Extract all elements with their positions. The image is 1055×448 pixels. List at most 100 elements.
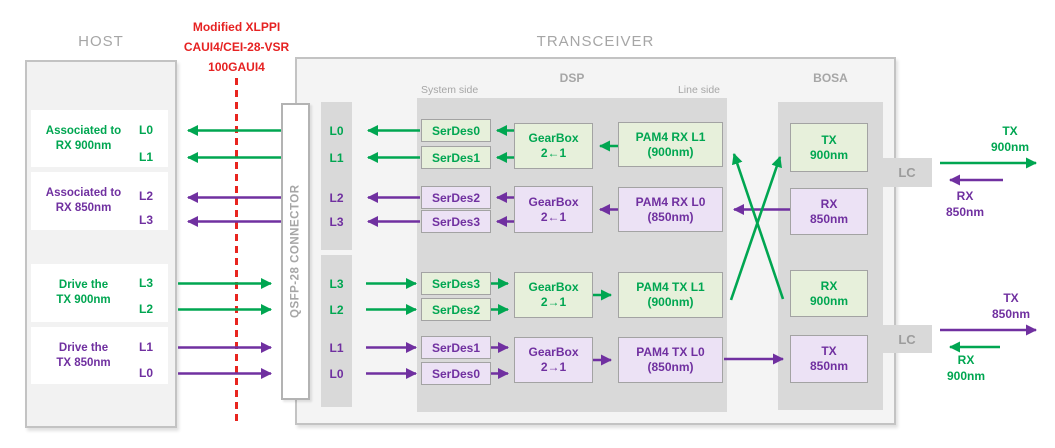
pam4-rx-l0-block: PAM4 RX L0 (850nm)	[618, 187, 723, 232]
strip-lane-l3b: L3	[329, 277, 344, 291]
host-group-tx900-line2: TX 900nm	[56, 294, 111, 306]
transceiver-title: TRANSCEIVER	[536, 33, 655, 50]
host-group-rx850-box	[31, 172, 168, 230]
gearbox-label: GearBox	[528, 194, 579, 209]
host-lane-l1b: L1	[138, 340, 153, 354]
host-group-rx850-label: Associated to RX 850nm	[36, 172, 131, 230]
gearbox-ratio: 2→1	[540, 295, 567, 309]
pam4-wavelength: (850nm)	[647, 209, 694, 224]
bosa-rx-850-block: RX 850nm	[790, 188, 868, 235]
dsp-system-side-label: System side	[421, 84, 479, 96]
interface-note-line1: Modified XLPPI	[192, 20, 281, 34]
host-lane-l3: L3	[138, 213, 153, 227]
external-dir: RX	[957, 353, 975, 367]
serdes1-rx-block: SerDes1	[421, 146, 491, 169]
host-group-tx900-box	[31, 264, 168, 322]
pam4-wavelength: (900nm)	[647, 144, 694, 159]
external-dir: TX	[1003, 291, 1019, 305]
lane-strip-bottom	[321, 255, 352, 407]
pam4-tx-l1-block: PAM4 TX L1 (900nm)	[618, 272, 723, 318]
host-group-rx900-label: Associated to RX 900nm	[36, 110, 131, 167]
external-dir: RX	[956, 189, 974, 203]
bosa-block-label: TX	[821, 132, 837, 147]
dsp-line-side-label: Line side	[677, 84, 720, 96]
host-group-rx900-line1: Associated to	[45, 124, 122, 137]
gearbox-label: GearBox	[528, 345, 579, 359]
gearbox-ratio: 2←1	[540, 209, 567, 224]
pam4-wavelength: (900nm)	[647, 295, 694, 309]
host-group-tx850-line1: Drive the	[58, 341, 109, 354]
gearbox-label: GearBox	[528, 280, 579, 294]
external-rx-900-label: RX 900nm	[931, 352, 1001, 384]
host-lane-l3b: L3	[138, 276, 153, 290]
gearbox-ratio: 2←1	[540, 146, 567, 160]
gearbox-ratio: 2→1	[540, 360, 567, 374]
host-group-tx900-label: Drive the TX 900nm	[36, 264, 131, 322]
serdes0-rx-block: SerDes0	[421, 119, 491, 142]
bosa-block-wavelength: 850nm	[809, 211, 849, 226]
strip-lane-l2b: L2	[329, 303, 344, 317]
serdes2-tx-block: SerDes2	[421, 298, 491, 321]
bosa-block-label: TX	[821, 344, 837, 358]
external-rx-850-label: RX 850nm	[930, 188, 1000, 220]
qsfp-connector-box: QSFP-28 CONNECTOR	[281, 103, 310, 400]
serdes3-tx-block: SerDes3	[421, 272, 491, 295]
bosa-block-wavelength: 850nm	[809, 359, 849, 373]
lc-port-top: LC	[882, 158, 932, 187]
serdes3-rx-block: SerDes3	[421, 210, 491, 233]
bosa-block-wavelength: 900nm	[809, 147, 849, 162]
host-lane-l0: L0	[138, 123, 153, 137]
host-group-tx850-box	[31, 327, 168, 384]
pam4-label: PAM4 TX L0	[636, 345, 705, 359]
external-wavelength: 850nm	[991, 307, 1031, 321]
host-lane-l2: L2	[138, 189, 153, 203]
serdes2-rx-block: SerDes2	[421, 186, 491, 209]
strip-lane-l0: L0	[329, 124, 344, 138]
external-wavelength: 850nm	[945, 205, 985, 219]
pam4-label: PAM4 RX L1	[635, 129, 706, 144]
gearbox-rx-850-block: GearBox 2←1	[514, 186, 593, 233]
gearbox-label: GearBox	[528, 131, 579, 145]
interface-note: Modified XLPPI CAUI4/CEI-28-VSR 100GAUI4	[156, 17, 317, 77]
bosa-title: BOSA	[813, 71, 848, 85]
dsp-title: DSP	[559, 71, 585, 85]
host-title: HOST	[78, 33, 124, 50]
bosa-block-label: RX	[820, 196, 838, 211]
external-dir: TX	[1002, 124, 1018, 138]
strip-lane-l1b: L1	[329, 341, 344, 355]
gearbox-tx-900-block: GearBox 2→1	[514, 272, 593, 318]
strip-lane-l2: L2	[329, 191, 344, 205]
serdes1-tx-block: SerDes1	[421, 336, 491, 359]
serdes0-tx-block: SerDes0	[421, 362, 491, 385]
pam4-tx-l0-block: PAM4 TX L0 (850nm)	[618, 337, 723, 383]
bosa-tx-900-block: TX 900nm	[790, 123, 868, 172]
gearbox-tx-850-block: GearBox 2→1	[514, 337, 593, 383]
pam4-label: PAM4 TX L1	[636, 280, 705, 294]
strip-lane-l0b: L0	[329, 367, 344, 381]
host-group-rx900-line2: RX 900nm	[55, 139, 112, 152]
external-wavelength: 900nm	[946, 369, 986, 383]
bosa-rx-900-block: RX 900nm	[790, 270, 868, 317]
pam4-label: PAM4 RX L0	[635, 194, 706, 209]
host-group-tx900-line1: Drive the	[58, 279, 109, 291]
bosa-block-wavelength: 900nm	[809, 293, 849, 308]
lc-port-bottom: LC	[882, 325, 932, 353]
strip-lane-l1: L1	[329, 151, 344, 165]
external-tx-900-label: TX 900nm	[975, 123, 1045, 155]
host-group-rx850-line1: Associated to	[45, 187, 122, 199]
interface-note-line2: CAUI4/CEI-28-VSR	[183, 40, 290, 54]
host-group-rx900-box	[31, 110, 168, 167]
bosa-block-label: RX	[820, 278, 838, 293]
pam4-wavelength: (850nm)	[647, 360, 694, 374]
host-group-rx850-line2: RX 850nm	[55, 202, 112, 214]
qsfp-connector-label: QSFP-28 CONNECTOR	[289, 184, 302, 319]
strip-lane-l3: L3	[329, 215, 344, 229]
lane-strip-top	[321, 102, 352, 250]
interface-note-line3: 100GAUI4	[208, 60, 265, 74]
host-lane-l2b: L2	[138, 302, 153, 316]
host-lane-l0b: L0	[138, 366, 153, 380]
host-lane-l1: L1	[138, 150, 153, 164]
host-group-tx850-label: Drive the TX 850nm	[36, 327, 131, 384]
pam4-rx-l1-block: PAM4 RX L1 (900nm)	[618, 122, 723, 167]
